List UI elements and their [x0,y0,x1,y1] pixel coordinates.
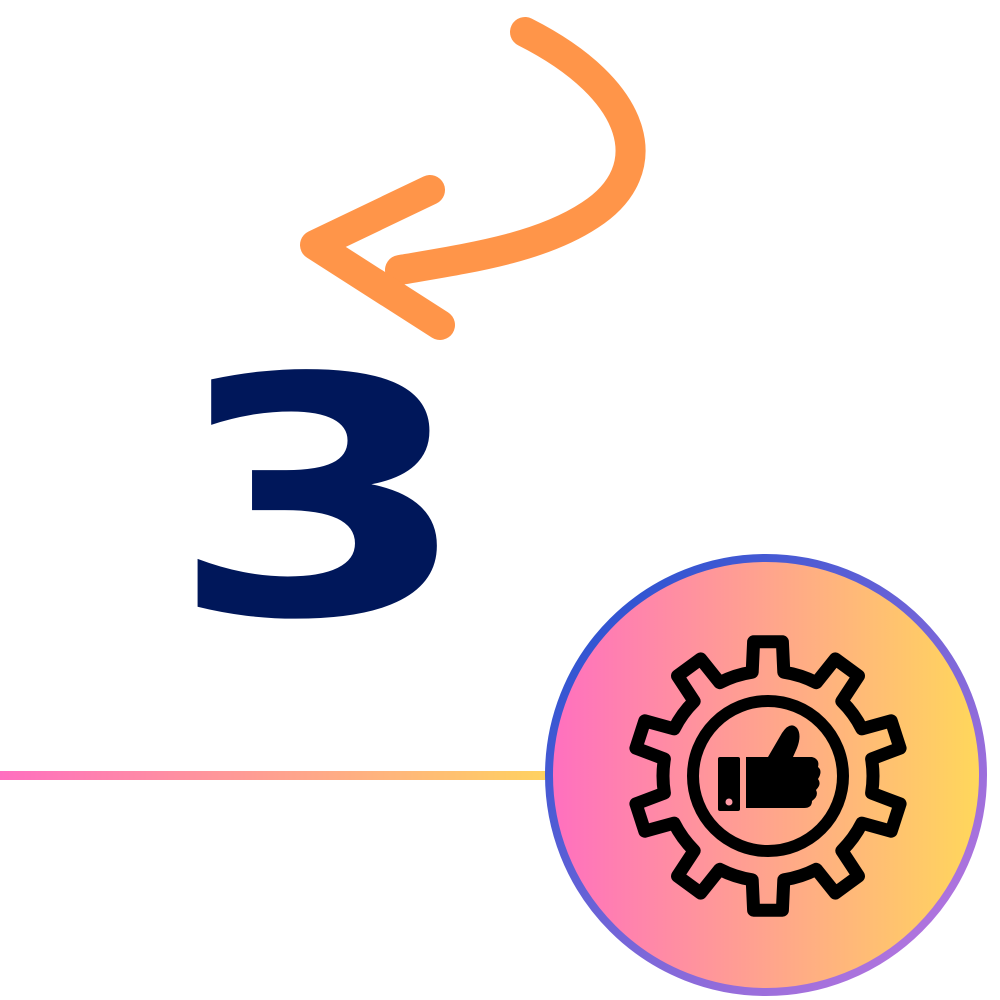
arrow-head [300,175,455,340]
gear-inner-ring [687,695,849,857]
gear-thumbs-up-icon [629,635,907,917]
thumb-cuff-button [725,798,733,806]
curved-arrow-left-icon [300,17,646,340]
connector-line [0,771,580,780]
arrow-shaft [385,17,646,285]
thumb-hand [746,725,821,808]
thumb-cuff [718,757,740,811]
gear-thumbs-up-badge [545,554,987,996]
thumbs-up-icon [718,725,821,811]
gear-icon [629,635,907,917]
step-number: 3 [168,308,472,692]
